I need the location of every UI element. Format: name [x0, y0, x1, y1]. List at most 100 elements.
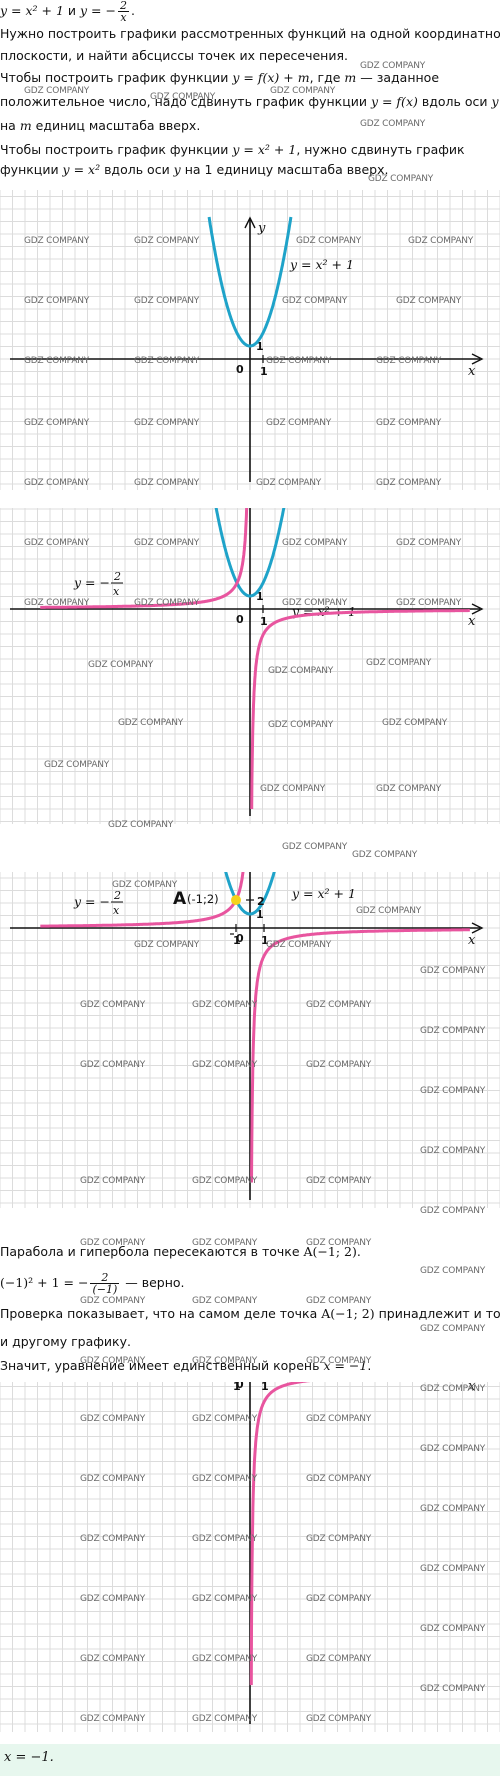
watermark: GDZ COMPANY: [282, 598, 348, 608]
watermark: GDZ COMPANY: [192, 1534, 258, 1544]
watermark: GDZ COMPANY: [376, 478, 442, 488]
origin-label: 0: [236, 1382, 244, 1391]
watermark: GDZ COMPANY: [134, 478, 200, 488]
watermark: GDZ COMPANY: [306, 1594, 372, 1604]
watermark: GDZ COMPANY: [24, 296, 90, 306]
point-a-label: A(−1; 2): [321, 1306, 375, 1321]
math-run: y = x²: [62, 162, 101, 177]
watermark: GDZ COMPANY: [134, 418, 200, 428]
x-axis-label: x: [468, 933, 476, 948]
y-axis-arrow: [244, 216, 256, 229]
x-axis-label: x: [468, 1382, 476, 1394]
hyperbola-label-denominator: x: [113, 585, 120, 598]
watermark: GDZ COMPANY: [134, 598, 200, 608]
watermark: GDZ COMPANY: [268, 720, 334, 730]
watermark: GDZ COMPANY: [420, 1026, 486, 1036]
paragraph-line: функции y = x² вдоль оси y на 1 единицу …: [0, 162, 500, 178]
x-one-label: 1: [260, 615, 268, 628]
x-axis-arrow: [471, 603, 484, 615]
watermark: GDZ COMPANY: [192, 1356, 258, 1366]
watermark: GDZ COMPANY: [260, 784, 326, 794]
watermark: GDZ COMPANY: [134, 356, 200, 366]
text-run: на: [0, 118, 20, 133]
watermark: GDZ COMPANY: [408, 236, 474, 246]
answer-box: x = −1.: [0, 1744, 500, 1776]
parabola-label: y = x² + 1: [291, 886, 356, 901]
math-run: (−1)² + 1 = −: [0, 1275, 89, 1290]
watermark: GDZ COMPANY: [306, 1356, 372, 1366]
watermark: GDZ COMPANY: [80, 1000, 146, 1010]
origin-label: 0: [236, 932, 244, 945]
point-a-coords: (-1;2): [187, 892, 219, 906]
point-a-letter: A: [173, 889, 187, 909]
parabola-label-text: y = x² + 1: [289, 257, 354, 272]
watermark: GDZ COMPANY: [420, 1564, 486, 1574]
watermark: GDZ COMPANY: [396, 598, 462, 608]
watermark: GDZ COMPANY: [396, 538, 462, 548]
hyperbola-label: y = −2x: [73, 570, 123, 598]
point-a-label: A(−1; 2): [303, 1244, 357, 1259]
verification-line: (−1)² + 1 = −2(−1) — верно.: [0, 1272, 500, 1295]
text-run: положительное число, надо сдвинуть графи…: [0, 94, 371, 109]
watermark: GDZ COMPANY: [306, 1414, 372, 1424]
watermark: GDZ COMPANY: [306, 1176, 372, 1186]
fraction-denominator: x: [120, 11, 127, 24]
fraction-numerator: 2: [117, 0, 129, 12]
x-minus-one-label: 1: [233, 1382, 241, 1393]
x-one-label: 1: [261, 934, 269, 947]
text-run: .: [367, 1358, 372, 1373]
math-run: y = f(x) + m: [232, 70, 310, 85]
watermark: GDZ COMPANY: [270, 86, 336, 96]
hyperbola-right-branch: [249, 1382, 311, 1686]
watermark: GDZ COMPANY: [306, 1474, 372, 1484]
watermark: GDZ COMPANY: [282, 296, 348, 306]
watermark: GDZ COMPANY: [306, 1714, 372, 1724]
watermark: GDZ COMPANY: [420, 1146, 486, 1156]
watermark: GDZ COMPANY: [360, 119, 426, 129]
text-run: принадлежит и тому,: [378, 1306, 500, 1321]
x-one-label: 1: [260, 365, 268, 378]
origin-label: 0: [236, 613, 244, 626]
watermark: GDZ COMPANY: [192, 1414, 258, 1424]
watermark: GDZ COMPANY: [420, 1324, 486, 1334]
watermark: GDZ COMPANY: [24, 356, 90, 366]
hyperbola-right-branch: [250, 609, 470, 810]
verification-fraction: 2(−1): [90, 1272, 120, 1295]
point-a-marker: [231, 895, 241, 905]
watermark: GDZ COMPANY: [80, 1654, 146, 1664]
paragraph-line: плоскости, и найти абсциссы точек их пер…: [0, 48, 348, 63]
y-one-label: 1: [256, 908, 264, 921]
hyperbola-left-branch: [40, 508, 249, 609]
watermark: GDZ COMPANY: [376, 356, 442, 366]
watermark: GDZ COMPANY: [376, 418, 442, 428]
watermark: GDZ COMPANY: [306, 1060, 372, 1070]
watermark: GDZ COMPANY: [296, 236, 362, 246]
watermark: GDZ COMPANY: [268, 666, 334, 676]
parabola-curve: [214, 508, 286, 598]
x-one-label: 1: [261, 1382, 269, 1393]
math-run: y: [173, 162, 181, 177]
watermark: GDZ COMPANY: [420, 1504, 486, 1514]
watermark: GDZ COMPANY: [266, 356, 332, 366]
text-run: , нужно сдвинуть график: [296, 142, 465, 157]
text-run: вдоль оси: [417, 94, 492, 109]
paragraph-line: Чтобы построить график функции y = f(x) …: [0, 70, 500, 86]
math-run: y = f(x): [370, 94, 418, 109]
hyperbola-label-text: y = −: [73, 575, 110, 590]
watermark: GDZ COMPANY: [24, 418, 90, 428]
parabola-curve: [224, 872, 276, 916]
watermark: GDZ COMPANY: [80, 1414, 146, 1424]
text-run: Чтобы построить график функции: [0, 142, 233, 157]
watermark: GDZ COMPANY: [266, 418, 332, 428]
watermark: GDZ COMPANY: [80, 1534, 146, 1544]
math-run: y = x² + 1: [232, 142, 297, 157]
watermark: GDZ COMPANY: [44, 760, 110, 770]
watermark: GDZ COMPANY: [356, 906, 422, 916]
text-run: на 1 единицу масштаба вверх.: [180, 162, 389, 177]
watermark: GDZ COMPANY: [352, 850, 418, 860]
watermark: GDZ COMPANY: [80, 1356, 146, 1366]
